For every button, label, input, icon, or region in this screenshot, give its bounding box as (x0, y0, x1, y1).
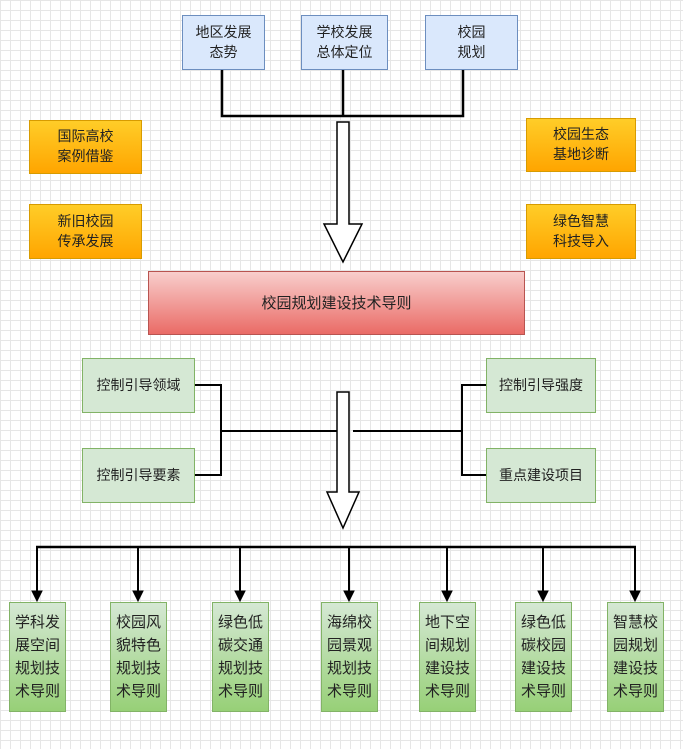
side-node-ecological-diagnosis: 校园生态 基地诊断 (526, 118, 636, 172)
side-node-international-cases: 国际高校 案例借鉴 (29, 120, 142, 174)
bottom-node-green-campus: 绿色低 碳校园 建设技 术导则 (515, 602, 572, 712)
arrowhead-4 (441, 590, 453, 603)
node-label: 智慧校 园规划 建设技 术导则 (612, 613, 658, 700)
node-label: 校园生态 基地诊断 (553, 127, 609, 163)
node-label: 新旧校园 传承发展 (57, 213, 114, 250)
bottom-node-sponge-landscape: 海绵校 园景观 规划技 术导则 (321, 602, 378, 712)
connector-control-right (461, 384, 486, 476)
node-label: 海绵校 园景观 规划技 术导则 (326, 613, 372, 700)
top-node-school-positioning: 学校发展 总体定位 (301, 15, 388, 70)
node-label: 校园风 貌特色 规划技 术导则 (115, 613, 161, 700)
hollow-arrow-down-2 (325, 391, 361, 530)
bottom-node-green-transport: 绿色低 碳交通 规划技 术导则 (212, 602, 269, 712)
node-label: 学科发 展空间 规划技 术导则 (14, 613, 60, 700)
arrowhead-0 (31, 590, 43, 603)
bottom-node-discipline-space: 学科发 展空间 规划技 术导则 (9, 602, 66, 712)
node-label: 控制引导领域 (96, 377, 181, 394)
bottom-node-campus-character: 校园风 貌特色 规划技 术导则 (110, 602, 167, 712)
control-node-elements: 控制引导要素 (82, 448, 195, 503)
control-node-domain: 控制引导领域 (82, 358, 195, 413)
main-node-campus-guideline: 校园规划建设技术导则 (148, 271, 525, 335)
control-node-intensity: 控制引导强度 (486, 358, 596, 413)
arrowhead-5 (537, 590, 549, 603)
arrowhead-3 (343, 590, 355, 603)
connector-control-left (195, 384, 222, 476)
node-label: 绿色智慧 科技导入 (553, 213, 609, 250)
node-label: 校园 规划 (457, 24, 486, 61)
node-label: 重点建设项目 (499, 467, 583, 484)
node-label: 学校发展 总体定位 (316, 24, 373, 61)
node-label: 校园规划建设技术导则 (261, 294, 412, 312)
arrowhead-1 (132, 590, 144, 603)
side-node-old-new-campus: 新旧校园 传承发展 (29, 204, 142, 259)
side-node-green-smart-tech: 绿色智慧 科技导入 (526, 204, 636, 259)
top-node-campus-planning: 校园 规划 (425, 15, 518, 70)
bottom-node-smart-campus: 智慧校 园规划 建设技 术导则 (607, 602, 664, 712)
node-label: 地下空 间规划 建设技 术导则 (424, 613, 470, 700)
node-label: 绿色低 碳交通 规划技 术导则 (217, 613, 263, 700)
node-label: 地区发展 态势 (195, 24, 252, 61)
hollow-arrow-down-1 (322, 121, 364, 264)
bottom-node-underground-space: 地下空 间规划 建设技 术导则 (419, 602, 476, 712)
node-label: 控制引导要素 (96, 467, 181, 484)
arrowhead-6 (629, 590, 641, 603)
control-node-key-projects: 重点建设项目 (486, 448, 596, 503)
arrowhead-2 (234, 590, 246, 603)
top-node-regional-trend: 地区发展 态势 (182, 15, 265, 70)
node-label: 绿色低 碳校园 建设技 术导则 (520, 613, 566, 700)
node-label: 国际高校 案例借鉴 (57, 129, 114, 165)
node-label: 控制引导强度 (499, 377, 583, 394)
